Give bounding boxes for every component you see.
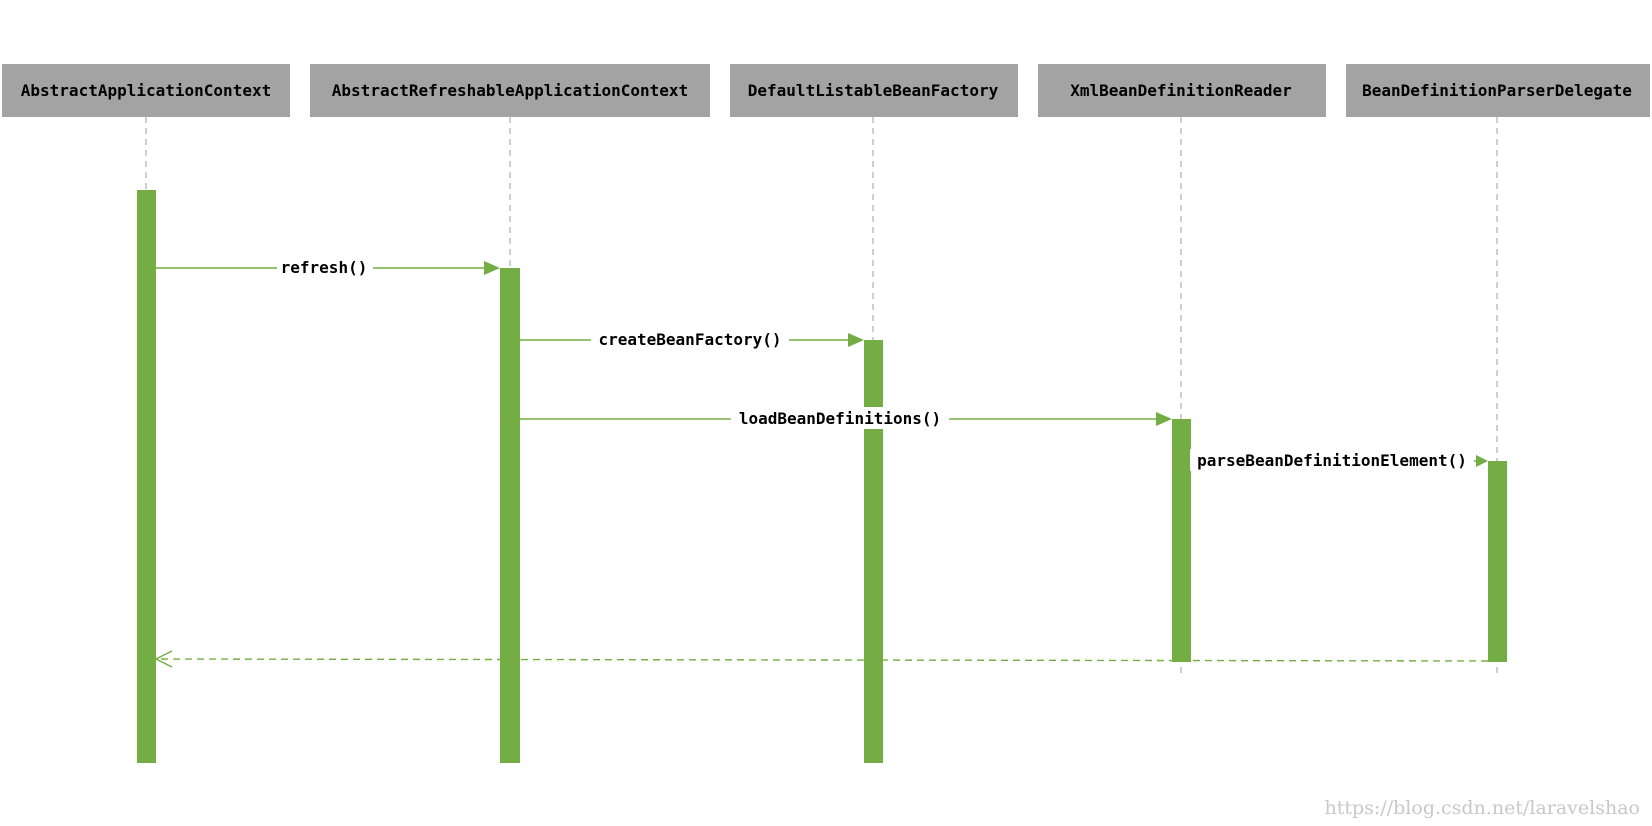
- participant-label: BeanDefinitionParserDelegate: [1362, 81, 1632, 100]
- activation-bar-abstract-application-context: [137, 190, 156, 763]
- message-label: createBeanFactory(): [598, 330, 781, 349]
- participant-xml-bean-definition-reader: XmlBeanDefinitionReader: [1038, 64, 1326, 117]
- participant-default-listable-bean-factory: DefaultListableBeanFactory: [730, 64, 1018, 117]
- message-load-bean-definitions: loadBeanDefinitions(): [510, 407, 1172, 429]
- participant-label: XmlBeanDefinitionReader: [1070, 81, 1292, 100]
- participant-abstract-application-context: AbstractApplicationContext: [2, 64, 290, 117]
- participant-bean-definition-parser-delegate: BeanDefinitionParserDelegate: [1346, 64, 1650, 117]
- participant-label: AbstractRefreshableApplicationContext: [332, 81, 688, 100]
- watermark: https://blog.csdn.net/laravelshao: [1325, 797, 1640, 819]
- message-return: [154, 650, 1489, 668]
- message-create-bean-factory: createBeanFactory(): [520, 328, 864, 350]
- activation-bar-default-listable-bean-factory: [864, 340, 883, 763]
- participant-label: DefaultListableBeanFactory: [748, 81, 999, 100]
- message-label: loadBeanDefinitions(): [739, 409, 941, 428]
- message-parse-bean-definition-element: parseBeanDefinitionElement(): [1190, 449, 1488, 471]
- message-label: refresh(): [281, 258, 368, 277]
- activation-bar-xml-bean-definition-reader: [1172, 419, 1191, 662]
- activation-bar-bean-definition-parser-delegate: [1488, 461, 1507, 662]
- message-refresh: refresh(): [156, 256, 500, 278]
- message-label: parseBeanDefinitionElement(): [1197, 451, 1467, 470]
- participant-label: AbstractApplicationContext: [21, 81, 271, 100]
- participant-abstract-refreshable-application-context: AbstractRefreshableApplicationContext: [310, 64, 710, 117]
- activation-bar-abstract-refreshable-application-context: [500, 268, 520, 763]
